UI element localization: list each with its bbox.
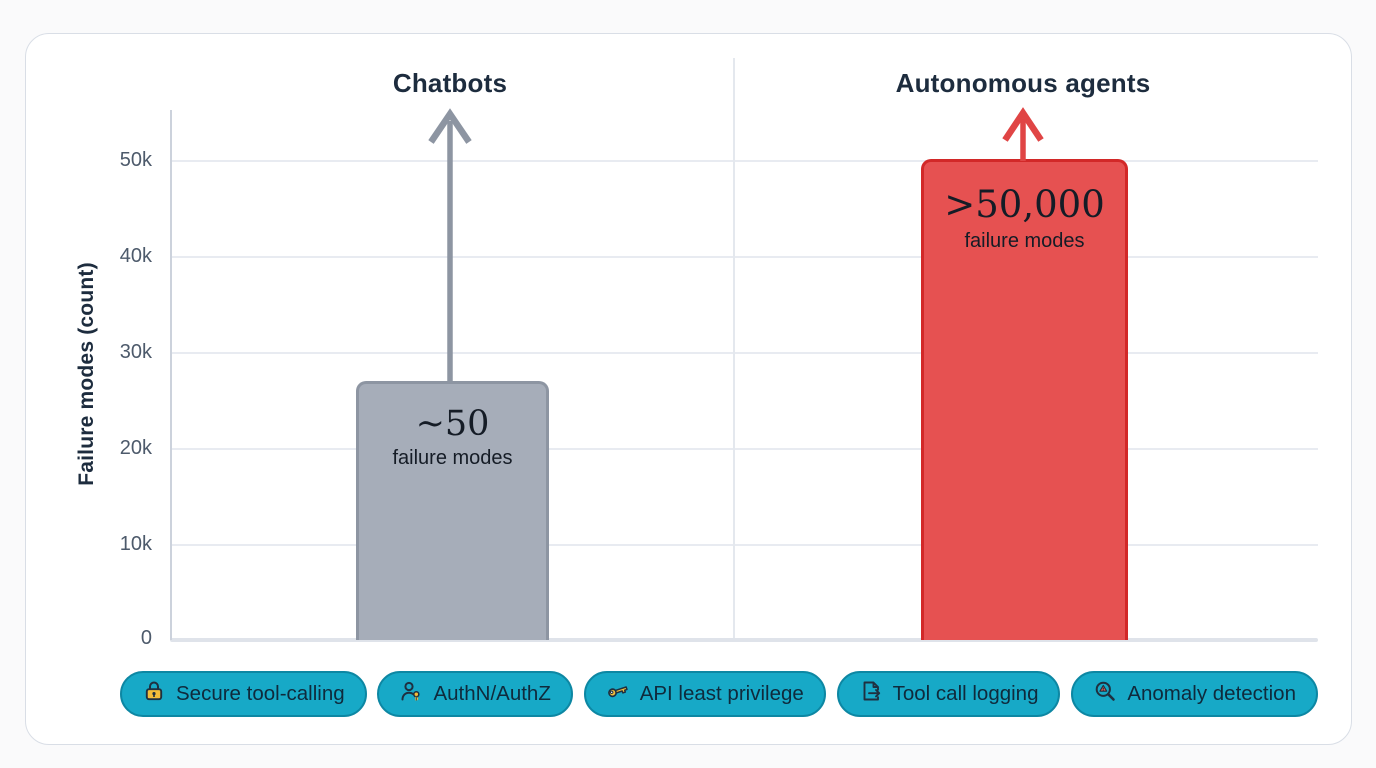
y-tick-20k: 20k [119, 437, 152, 459]
panel-title-chatbots: Chatbots [392, 68, 508, 98]
bar-autonomous-agents-sublabel: failure modes [964, 229, 1085, 252]
bar-chatbots-sublabel: failure modes [392, 447, 513, 470]
gridline-50k [170, 160, 1318, 162]
lock-icon [142, 679, 166, 709]
badge-label: API least privilege [639, 682, 804, 705]
badge-label: AuthN/AuthZ [433, 682, 551, 705]
chart-card [25, 33, 1352, 745]
panel-divider [733, 58, 735, 638]
y-tick-40k: 40k [119, 245, 152, 267]
gridline-10k [170, 544, 1318, 546]
badge-secure-tool-calling[interactable]: Secure tool-calling [120, 671, 367, 717]
badge-label: Tool call logging [892, 682, 1039, 705]
y-tick-30k: 30k [119, 341, 152, 363]
panel-title-autonomous-agents: Autonomous agents [895, 68, 1151, 98]
bar-autonomous-agents-value: >50,000 [944, 183, 1105, 226]
badge-label: Anomaly detection [1127, 682, 1296, 705]
gridline-40k [170, 256, 1318, 258]
y-axis-label: Failure modes (count) [75, 262, 98, 486]
bar-chatbots-value: ~50 [415, 404, 490, 444]
gridline-20k [170, 448, 1318, 450]
gridline-30k [170, 352, 1318, 354]
file-export-icon [859, 679, 883, 709]
y-tick-10k: 10k [119, 533, 152, 555]
y-axis-line [170, 110, 172, 640]
badge-api-least-privilege[interactable]: API least privilege [583, 671, 826, 717]
mitigations-badge-row: Secure tool-calling AuthN/AuthZ AP [120, 671, 1318, 717]
y-tick-0: 0 [140, 627, 152, 649]
search-alert-icon [1093, 679, 1117, 709]
bar-autonomous-agents: >50,000 failure modes [921, 159, 1128, 640]
badge-label: Secure tool-calling [176, 682, 345, 705]
badge-authn-authz[interactable]: AuthN/AuthZ [377, 671, 573, 717]
user-key-icon [399, 679, 423, 709]
key-icon [606, 679, 630, 709]
y-tick-50k: 50k [119, 149, 152, 171]
badge-tool-call-logging[interactable]: Tool call logging [836, 671, 1061, 717]
bar-chatbots: ~50 failure modes [356, 381, 549, 640]
badge-anomaly-detection[interactable]: Anomaly detection [1071, 671, 1318, 717]
x-axis-baseline [170, 638, 1318, 642]
